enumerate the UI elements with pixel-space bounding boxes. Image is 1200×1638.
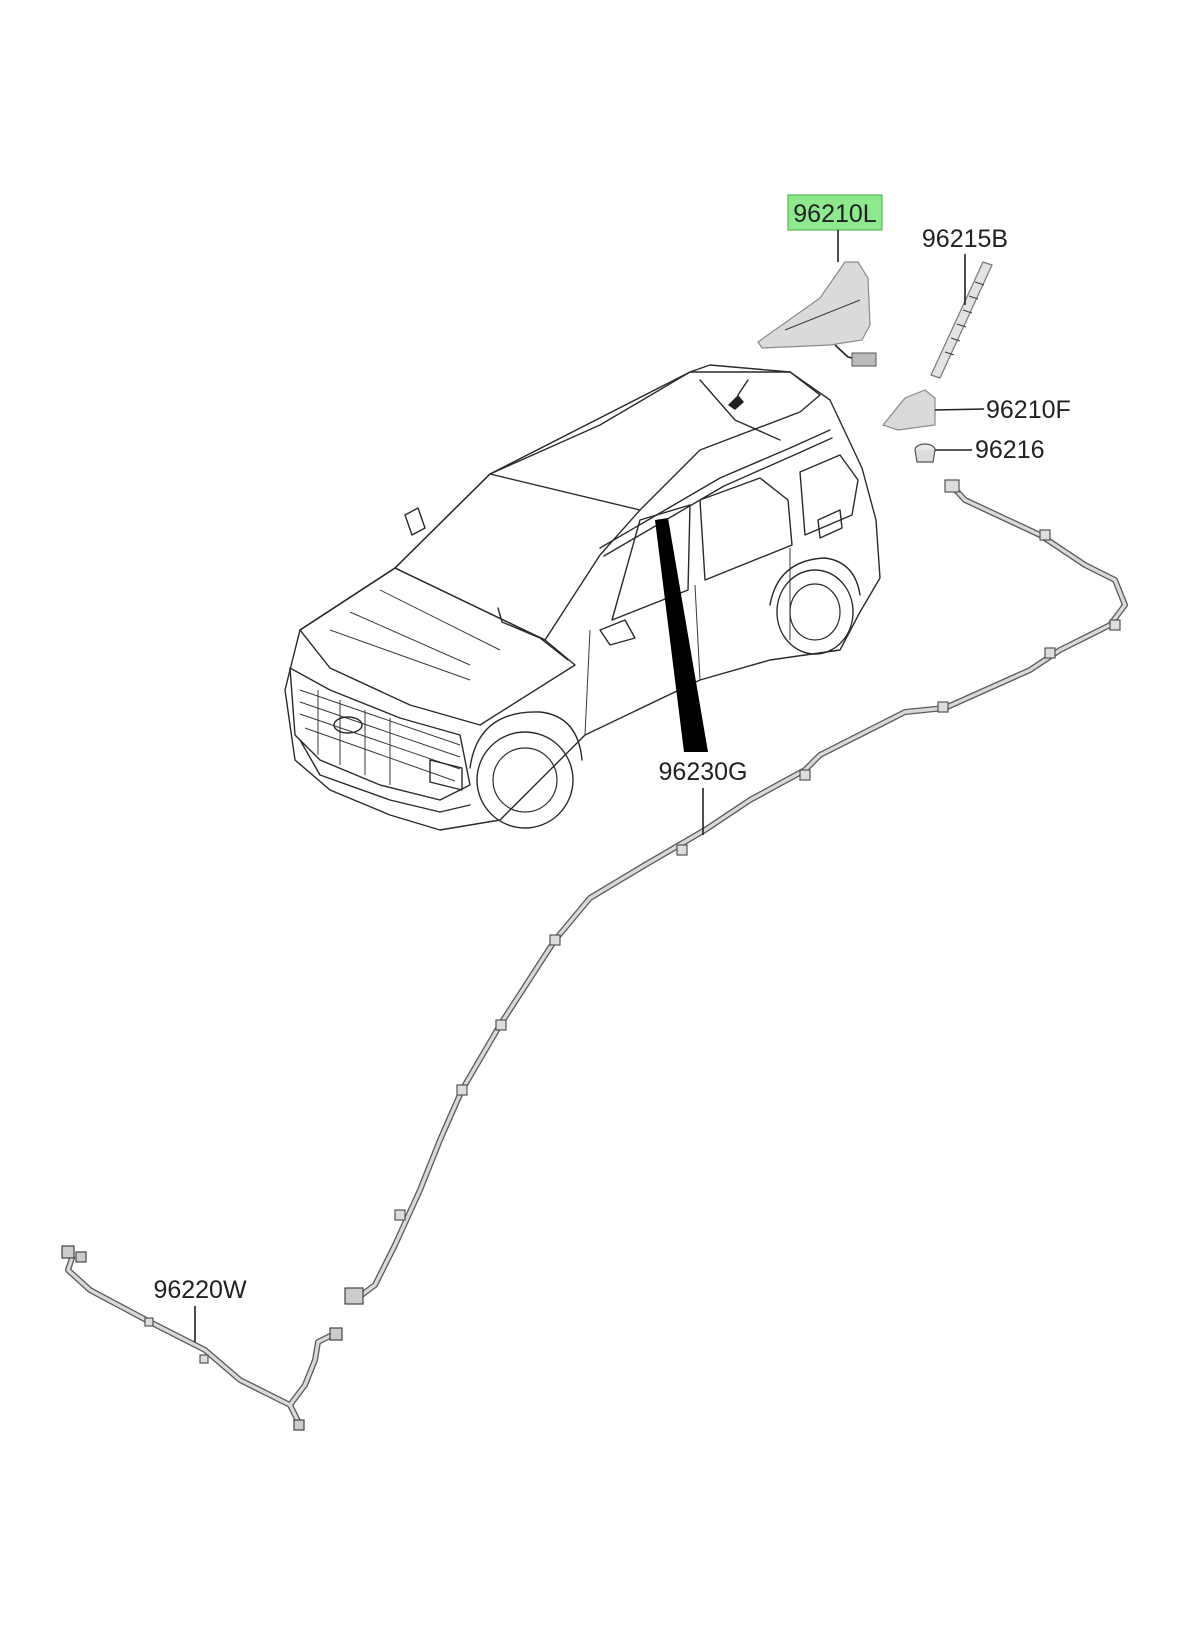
- label-96210F[interactable]: 96210F: [986, 396, 1071, 424]
- label-96215B[interactable]: 96215B: [922, 225, 1008, 253]
- extension-cable[interactable]: [61, 1245, 343, 1431]
- antenna-base[interactable]: [881, 389, 936, 431]
- cable-route-pointer: [655, 518, 708, 752]
- antenna-rod[interactable]: [930, 261, 993, 379]
- antenna-nut[interactable]: [914, 443, 936, 463]
- label-96216[interactable]: 96216: [975, 436, 1045, 464]
- label-96230G[interactable]: 96230G: [659, 758, 748, 786]
- shark-fin-antenna[interactable]: [757, 261, 877, 367]
- label-96220W[interactable]: 96220W: [153, 1276, 247, 1304]
- highlight-box-96210L: [787, 194, 883, 231]
- vehicle-illustration: [284, 364, 881, 831]
- label-96210L[interactable]: 96210L: [793, 200, 877, 228]
- roof-feeder-cable[interactable]: [344, 479, 1128, 1305]
